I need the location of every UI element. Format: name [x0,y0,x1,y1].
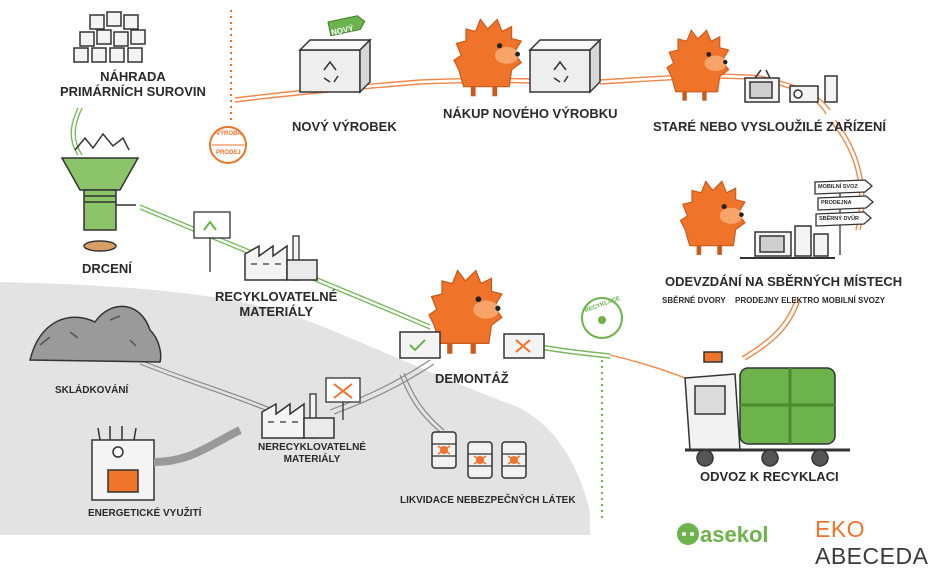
label-energeticke: ENERGETICKÉ VYUŽITÍ [88,508,202,519]
asekol-logo-icon [677,523,699,545]
label-prodejny: PRODEJNY ELEKTRO [735,296,820,305]
label-skladkovani: SKLÁDKOVÁNÍ [55,385,129,396]
handover-devices-icon [740,225,835,259]
label-sberne-dvory: SBĚRNÉ DVORY [662,296,726,305]
recycle-sign-icon [193,211,231,272]
dismantle-box-orange [503,333,545,359]
signpost-prodejna: PRODEJNA [821,200,852,206]
recycling-truck-icon [684,351,850,467]
label-drceni: DRCENÍ [82,261,132,276]
dismantle-box-green [399,331,441,359]
purchased-box [529,39,601,93]
label-recyklovatelne: RECYKLOVATELNÉ MATERIÁLY [215,289,338,319]
non-recyclable-sign-icon [325,377,361,420]
landfill-icon [29,305,162,363]
label-nerecyklovatelne: NERECYKLOVATELNÉ MATERIÁLY [258,442,366,465]
label-mobilni: MOBILNÍ SVOZY [822,296,886,305]
crusher-icon [60,132,140,252]
stamp-prodej: PRODEJ [216,150,241,156]
new-product-box [299,39,371,93]
label-nahrada: NÁHRADA PRIMÁRNÍCH SUROVIN [60,69,206,99]
grey-flow-lines [139,359,445,433]
label-likvidace: LIKVIDACE NEBEZPEČNÝCH LÁTEK [400,495,576,506]
diagram-artwork [0,10,874,545]
recycling-factory-icon [244,235,318,281]
label-novy-vyrobek: NOVÝ VÝROBEK [292,119,397,134]
label-odvoz: ODVOZ K RECYKLACI [700,469,839,484]
label-demontaz: DEMONTÁŽ [435,371,509,386]
logo-eko-word: EKO [815,516,866,542]
signpost-mobilni-svoz: MOBILNÍ SVOZ [818,184,858,190]
energy-recovery-icon [91,426,242,501]
hedgehog-collection [681,181,745,255]
signpost-sberny-dvur: SBĚRNÝ DVŮR [819,216,860,222]
recycling-cycle-diagram: NÁHRADA PRIMÁRNÍCH SUROVIN NOVÝ VÝROBEK … [0,10,928,569]
stamp-vyroba: VÝROBA [216,131,242,137]
hedgehog-old-device [667,30,729,100]
raw-materials-icon [73,11,146,63]
new-tag [327,15,366,37]
label-nakup: NÁKUP NOVÉHO VÝROBKU [443,106,618,121]
asekol-logo: asekol [700,522,769,547]
label-stare: STARÉ NEBO VYSLOUŽILÉ ZAŘÍZENÍ [653,119,887,134]
label-odevzdani: ODEVZDÁNÍ NA SBĚRNÝCH MÍSTECH [665,274,903,289]
old-devices-icon [744,69,838,103]
hedgehog-buyer [454,19,521,96]
logo-abeceda-word: ABECEDA [815,543,929,569]
eko-abeceda-logo: EKO ABECEDA [815,516,943,570]
signpost-icon [814,179,874,255]
